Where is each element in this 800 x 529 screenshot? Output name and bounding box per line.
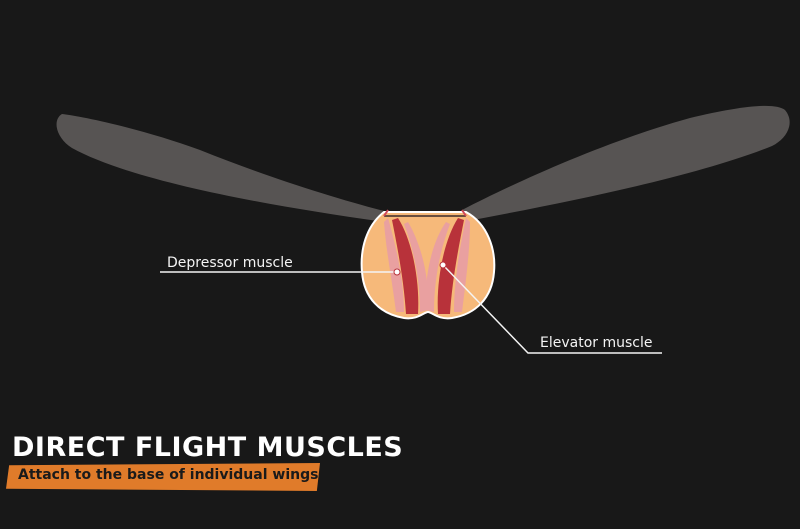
depressor-marker bbox=[393, 268, 401, 276]
slide-subtitle: Attach to the base of individual wings bbox=[18, 467, 319, 483]
elevator-muscle bbox=[437, 218, 464, 314]
right-hinge-tip bbox=[461, 209, 467, 217]
slide-title: DIRECT FLIGHT MUSCLES bbox=[12, 432, 404, 463]
elevator-muscle-inner bbox=[425, 222, 450, 312]
depressor-muscle-left bbox=[384, 218, 404, 312]
depressor-muscle-inner bbox=[404, 222, 429, 312]
right-wing bbox=[462, 105, 790, 222]
left-hinge-tip bbox=[383, 209, 389, 217]
depressor-muscle bbox=[392, 218, 419, 314]
subtitle-banner bbox=[6, 463, 320, 491]
elevator-muscle-right bbox=[454, 218, 470, 312]
elevator-label: Elevator muscle bbox=[540, 335, 652, 351]
elevator-marker bbox=[439, 261, 447, 269]
elevator-leader-line bbox=[442, 264, 662, 354]
depressor-label: Depressor muscle bbox=[167, 255, 293, 271]
left-wing bbox=[56, 114, 393, 223]
